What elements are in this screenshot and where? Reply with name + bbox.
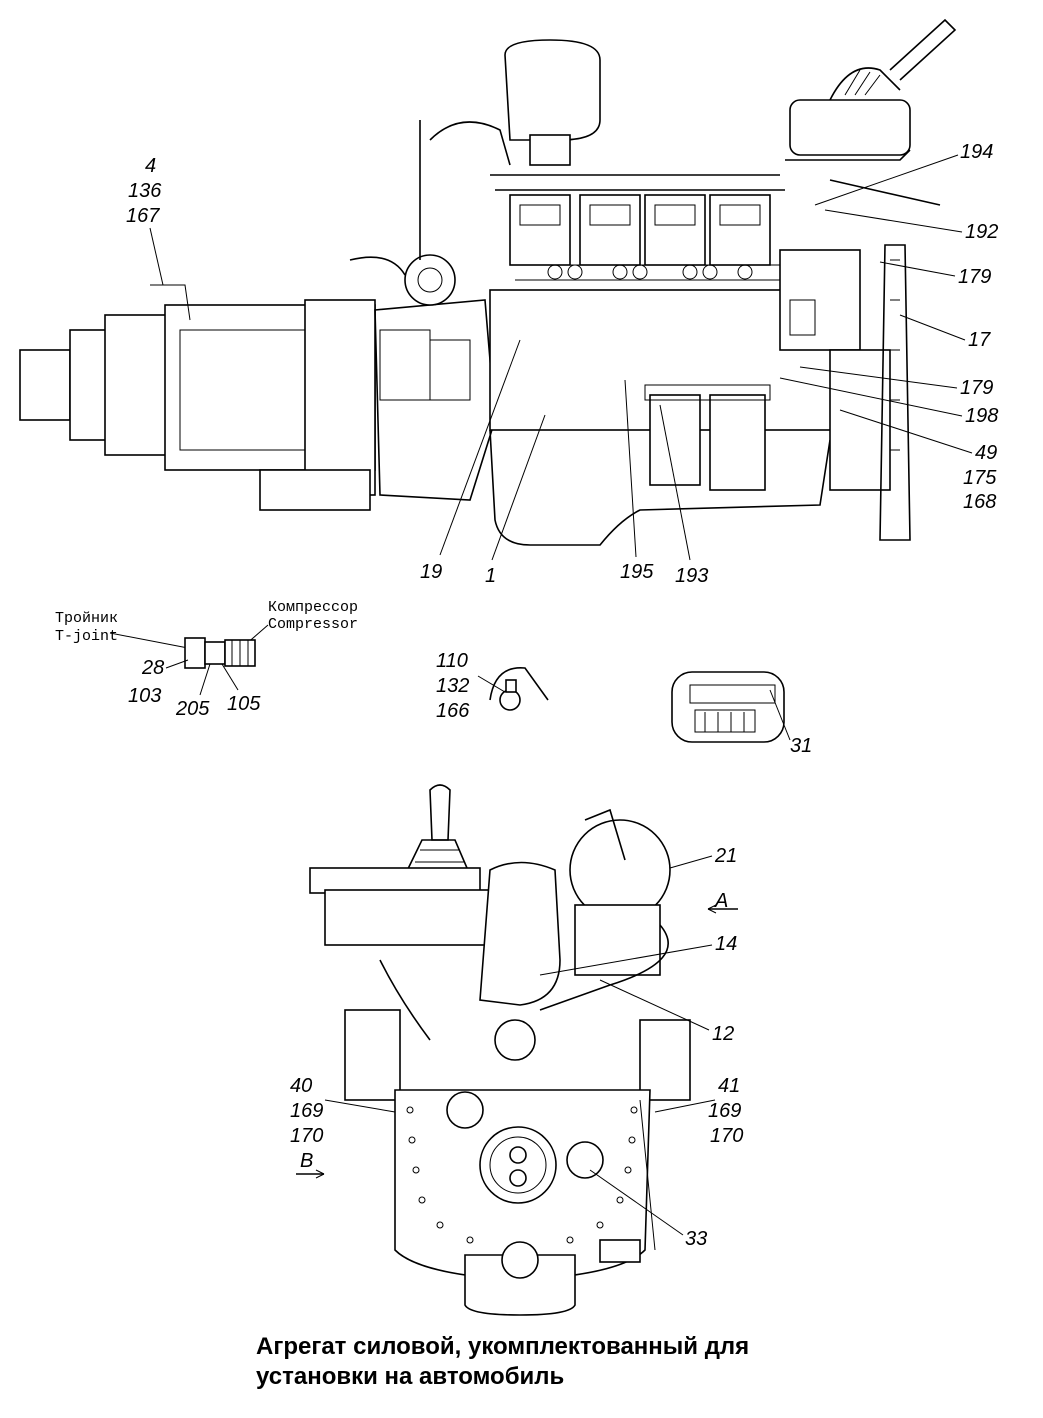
callout-194: 194 bbox=[960, 141, 993, 163]
callout-14: 14 bbox=[715, 933, 737, 955]
callout-168: 168 bbox=[963, 491, 996, 513]
side-view-engine bbox=[19, 18, 957, 546]
callout-195: 195 bbox=[620, 561, 654, 583]
tee-compressor-detail: Тройник T-joint Компрессор Compressor 28… bbox=[55, 599, 358, 720]
callout-175: 175 bbox=[963, 467, 997, 489]
callout-17: 17 bbox=[968, 329, 991, 351]
callout-1: 1 bbox=[485, 565, 496, 587]
callout-31: 31 bbox=[790, 735, 812, 757]
callout-49: 49 bbox=[975, 442, 997, 464]
callout-28: 28 bbox=[141, 657, 164, 679]
tee-label-ru: Тройник bbox=[55, 610, 118, 627]
caption-line-2: установки на автомобиль bbox=[256, 1363, 565, 1390]
callout-21: 21 bbox=[714, 845, 737, 867]
diagram-caption: Агрегат силовой, укомплектованный для ус… bbox=[256, 1332, 956, 1392]
callout-192: 192 bbox=[965, 221, 998, 243]
sensor-detail: 110 132 166 bbox=[436, 650, 549, 722]
callout-19: 19 bbox=[420, 561, 442, 583]
callout-205: 205 bbox=[175, 698, 210, 720]
callout-136: 136 bbox=[128, 180, 162, 202]
callout-169-left: 169 bbox=[290, 1100, 323, 1122]
callout-4: 4 bbox=[145, 155, 156, 177]
compressor-label-ru: Компрессор bbox=[268, 599, 358, 616]
compressor-label-en: Compressor bbox=[268, 616, 358, 633]
callout-12: 12 bbox=[712, 1023, 734, 1045]
caption-line-1: Агрегат силовой, укомплектованный для bbox=[256, 1333, 750, 1360]
front-view-engine bbox=[309, 784, 691, 1316]
callout-179-top: 179 bbox=[958, 266, 991, 288]
tee-label-en: T-joint bbox=[55, 628, 118, 645]
callout-132: 132 bbox=[436, 675, 469, 697]
callout-167: 167 bbox=[126, 205, 160, 227]
callout-41: 41 bbox=[718, 1075, 740, 1097]
callout-40: 40 bbox=[290, 1075, 312, 1097]
callout-110: 110 bbox=[436, 650, 468, 672]
callout-169-right: 169 bbox=[708, 1100, 741, 1122]
front-cover-bolts bbox=[406, 1106, 638, 1244]
callout-193: 193 bbox=[675, 565, 708, 587]
view-a-label: A bbox=[714, 890, 728, 912]
callout-170-right: 170 bbox=[710, 1125, 743, 1147]
callout-103: 103 bbox=[128, 685, 161, 707]
connector-detail: 31 bbox=[671, 671, 812, 757]
side-view-callouts: 4 136 167 194 192 179 17 179 198 49 175 … bbox=[126, 141, 998, 587]
view-b-label: B bbox=[300, 1150, 313, 1172]
callout-170-left: 170 bbox=[290, 1125, 323, 1147]
callout-166: 166 bbox=[436, 700, 470, 722]
callout-33: 33 bbox=[685, 1228, 707, 1250]
callout-198: 198 bbox=[965, 405, 998, 427]
front-view-callouts: 21 A 14 12 40 169 170 41 169 170 B 33 bbox=[290, 845, 743, 1250]
callout-105: 105 bbox=[227, 693, 261, 715]
callout-179-bottom: 179 bbox=[960, 377, 993, 399]
